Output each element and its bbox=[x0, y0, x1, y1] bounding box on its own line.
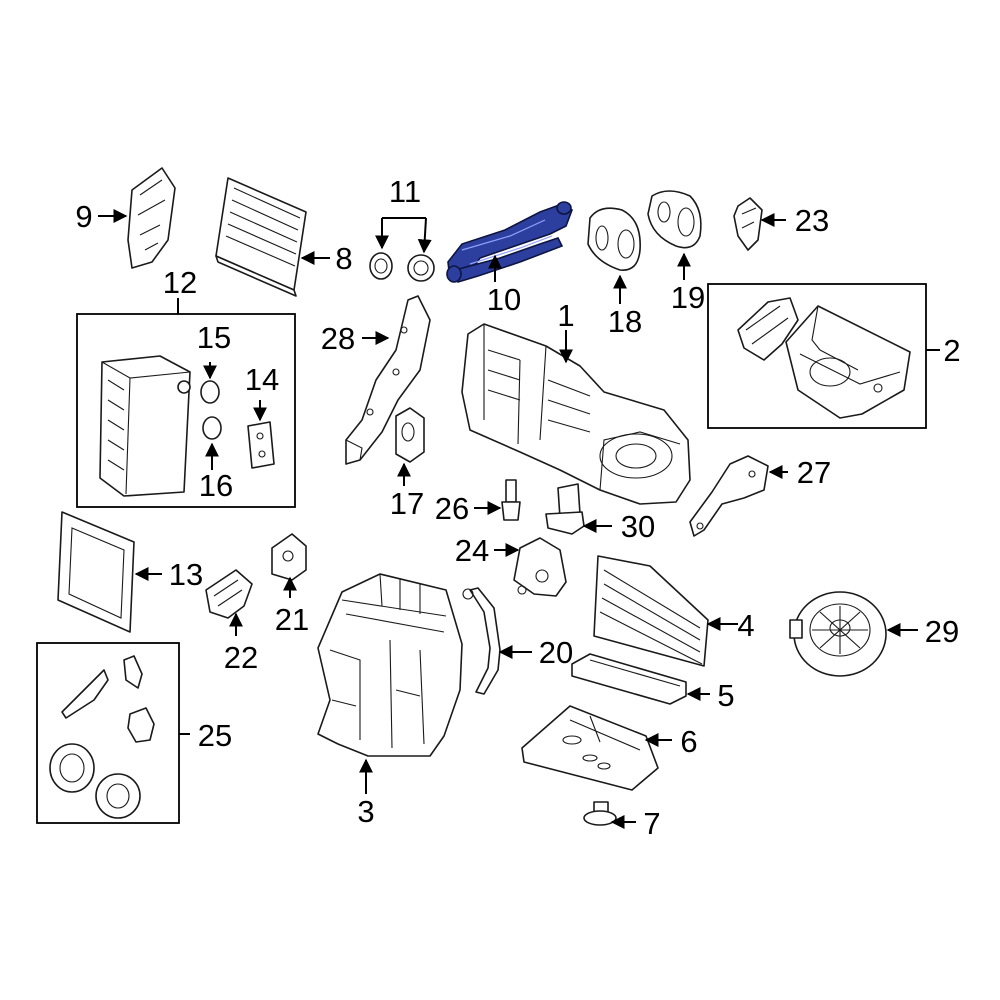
callout-16: 16 bbox=[199, 468, 233, 503]
callout-10: 10 bbox=[487, 282, 521, 317]
callout-26: 26 bbox=[435, 491, 469, 526]
part-12-evaporator[interactable] bbox=[99, 355, 191, 497]
callout-2: 2 bbox=[943, 333, 960, 368]
callout-21: 21 bbox=[275, 602, 309, 637]
callout-12: 12 bbox=[163, 265, 197, 300]
part-17-actuator[interactable] bbox=[395, 407, 425, 463]
group-12-box bbox=[76, 313, 296, 508]
part-3-lower-hvac-case[interactable] bbox=[317, 573, 463, 757]
callout-23: 23 bbox=[795, 203, 829, 238]
part-13-filter-frame[interactable] bbox=[57, 511, 135, 633]
callout-6: 6 bbox=[680, 724, 697, 759]
callout-7: 7 bbox=[643, 806, 660, 841]
leader-lines bbox=[98, 209, 940, 829]
callout-14: 14 bbox=[245, 362, 279, 397]
part-5-seal[interactable] bbox=[571, 653, 687, 705]
callout-1: 1 bbox=[557, 298, 574, 333]
callout-3: 3 bbox=[357, 794, 374, 829]
part-20-pipe[interactable] bbox=[462, 587, 501, 695]
part-25-assorted[interactable] bbox=[49, 655, 155, 819]
part-19-grommet[interactable] bbox=[647, 190, 702, 249]
callout-11: 11 bbox=[389, 174, 421, 209]
callout-18: 18 bbox=[608, 304, 642, 339]
part-4-cabin-filter[interactable] bbox=[593, 555, 709, 667]
part-30-resistor[interactable] bbox=[545, 483, 585, 535]
part-21-actuator[interactable] bbox=[271, 533, 307, 581]
part-23-bracket[interactable] bbox=[733, 197, 763, 251]
part-24-actuator[interactable] bbox=[513, 537, 567, 597]
part-16-o-ring[interactable] bbox=[202, 416, 222, 440]
callout-5: 5 bbox=[717, 678, 734, 713]
part-6-filter-tray[interactable] bbox=[521, 705, 659, 791]
callout-30: 30 bbox=[621, 509, 655, 544]
callout-4: 4 bbox=[737, 608, 754, 643]
part-14-expansion-valve[interactable] bbox=[247, 421, 275, 469]
part-7-plug[interactable] bbox=[583, 801, 617, 826]
callout-27: 27 bbox=[797, 455, 831, 490]
part-10-heater-pipes-highlighted[interactable] bbox=[446, 201, 573, 284]
callout-8: 8 bbox=[335, 241, 352, 276]
part-28-bracket[interactable] bbox=[345, 295, 431, 465]
callout-24: 24 bbox=[455, 533, 489, 568]
callout-28: 28 bbox=[321, 321, 355, 356]
part-18-grommet[interactable] bbox=[587, 207, 641, 271]
callout-22: 22 bbox=[224, 640, 258, 675]
part-22-actuator[interactable] bbox=[205, 569, 253, 619]
callout-19: 19 bbox=[671, 280, 705, 315]
part-1-hvac-housing[interactable] bbox=[461, 323, 691, 505]
callout-9: 9 bbox=[75, 199, 92, 234]
group-2-box bbox=[707, 283, 927, 429]
part-8-filter[interactable] bbox=[215, 177, 307, 297]
part-15-o-ring[interactable] bbox=[200, 380, 220, 404]
callout-20: 20 bbox=[539, 635, 573, 670]
callout-labels: 1 2 3 4 5 6 7 8 9 10 11 12 13 14 15 16 1… bbox=[75, 174, 960, 841]
part-26-sensor[interactable] bbox=[501, 479, 521, 521]
callout-15: 15 bbox=[197, 320, 231, 355]
part-9-bracket[interactable] bbox=[127, 167, 176, 269]
callout-17: 17 bbox=[390, 486, 424, 521]
part-2-blower-housing[interactable] bbox=[737, 297, 911, 419]
part-29-blower-motor[interactable] bbox=[789, 591, 887, 677]
callout-25: 25 bbox=[198, 718, 232, 753]
part-11-clips[interactable] bbox=[369, 252, 435, 282]
part-27-bracket[interactable] bbox=[689, 455, 769, 537]
callout-13: 13 bbox=[169, 557, 203, 592]
callout-29: 29 bbox=[925, 614, 959, 649]
